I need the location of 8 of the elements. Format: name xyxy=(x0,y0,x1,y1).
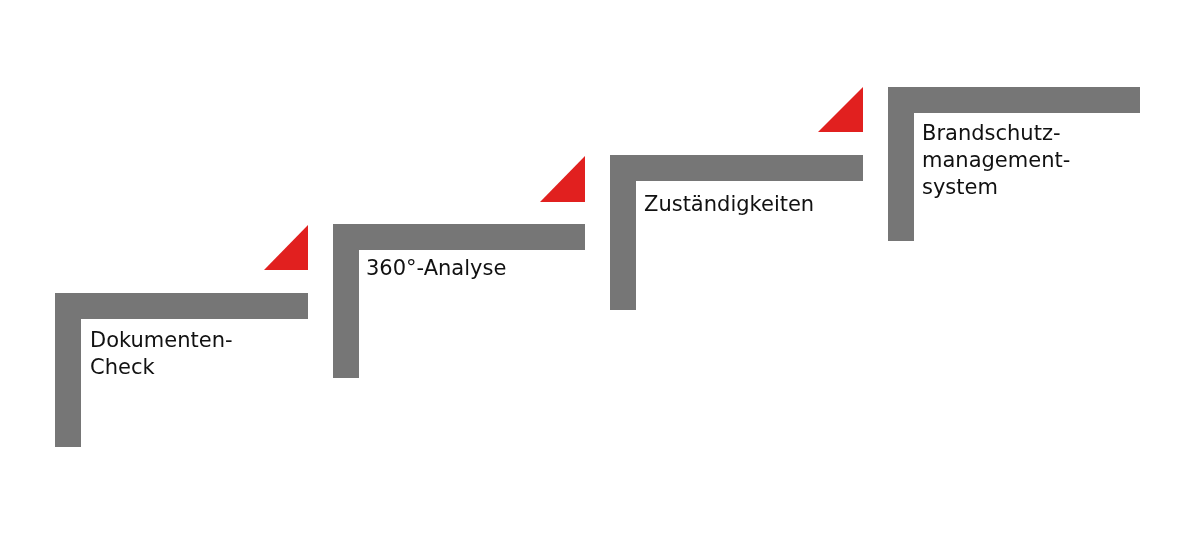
step-bracket xyxy=(610,155,863,310)
step-label: Dokumenten- Check xyxy=(90,327,234,381)
step-bracket xyxy=(333,224,585,378)
step-label: Brandschutz- management- system xyxy=(922,120,1072,201)
step-bracket xyxy=(888,87,1140,241)
step-label: Zuständigkeiten xyxy=(644,191,816,218)
step-label: 360°-Analyse xyxy=(366,255,508,282)
step-bracket xyxy=(55,293,308,447)
